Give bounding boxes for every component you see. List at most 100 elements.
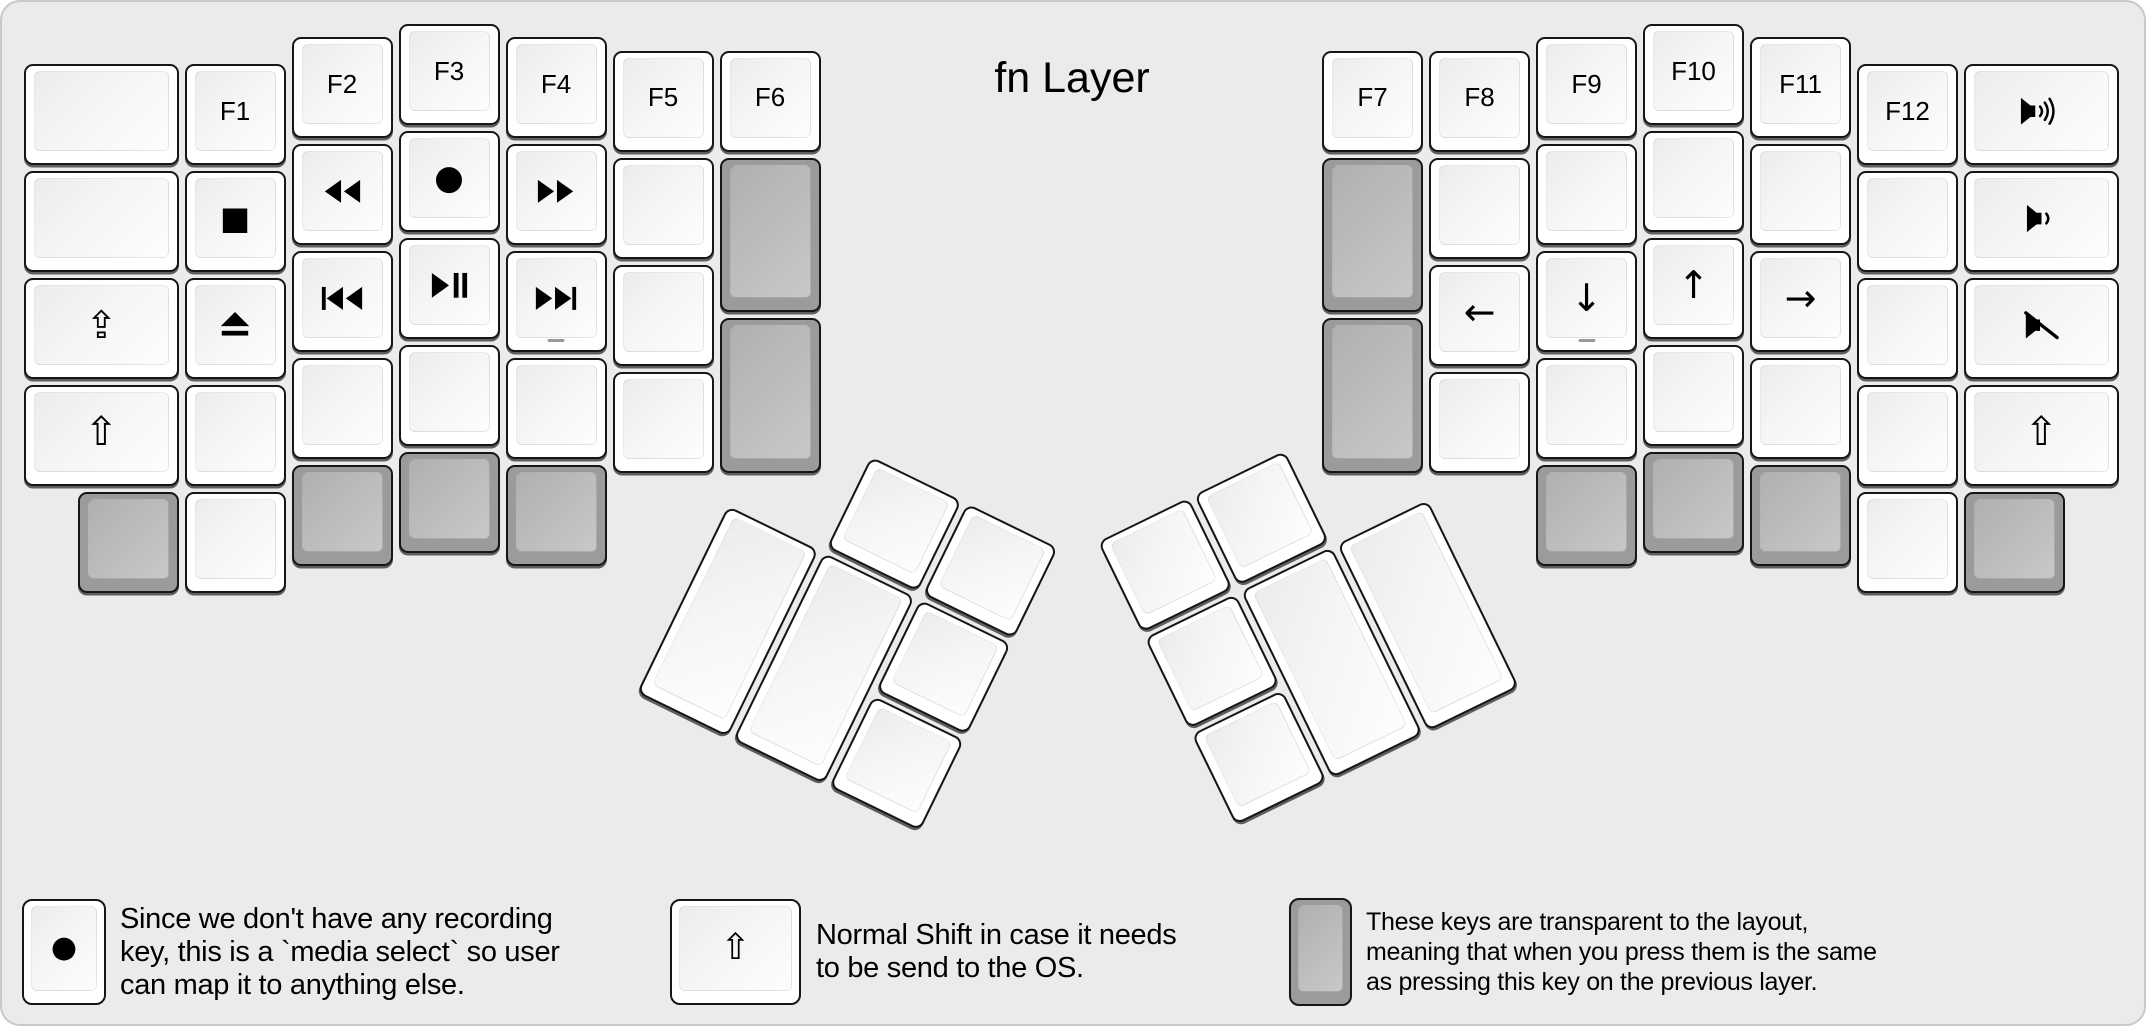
key-label: ● [24, 901, 104, 995]
key-eject[interactable] [184, 278, 286, 380]
key-play-pause[interactable] [398, 238, 500, 339]
key-shift[interactable]: ⇧ [1964, 385, 2119, 487]
key-blank[interactable] [1857, 385, 1958, 487]
key-fast-forward[interactable] [505, 144, 607, 246]
key-f10[interactable]: F10 [1643, 24, 1744, 125]
keycap-top [1546, 258, 1627, 339]
legend-key-transparent [1289, 898, 1352, 1006]
key-f12[interactable]: F12 [1857, 64, 1958, 166]
key-f4[interactable]: F4 [505, 37, 607, 139]
keycap-top [408, 352, 490, 432]
key-transparent[interactable] [719, 318, 821, 473]
keycap-top [515, 151, 597, 232]
key-prev-track[interactable] [291, 251, 393, 353]
key-label: F12 [1885, 95, 1930, 126]
key-blank[interactable] [1429, 371, 1530, 473]
key-blank[interactable] [1750, 358, 1851, 460]
keycap-top [1653, 352, 1734, 432]
key-f7[interactable]: F7 [1322, 50, 1423, 152]
key-transparent[interactable] [1964, 492, 2065, 594]
key-rewind[interactable] [291, 144, 393, 246]
key-label: F6 [754, 82, 786, 113]
arrow-down-icon: ↓ [1570, 276, 1603, 321]
key-volume-down[interactable] [1964, 171, 2119, 273]
legend-key-record: ● [22, 899, 106, 1005]
shift-icon: ⇧ [2024, 409, 2058, 456]
key-transparent[interactable] [1322, 318, 1423, 473]
key-next-track[interactable] [505, 251, 607, 353]
key-blank[interactable] [1643, 131, 1744, 232]
key-blank[interactable] [612, 157, 714, 259]
key-blank[interactable] [612, 371, 714, 473]
key-blank[interactable] [505, 358, 607, 460]
prev-track-icon [321, 286, 363, 310]
keycap-top [679, 906, 792, 991]
key-blank[interactable] [1429, 157, 1530, 259]
key-blank[interactable] [1536, 358, 1637, 460]
keycap-top [1439, 57, 1520, 138]
key-transparent[interactable] [1536, 465, 1637, 567]
key-caps-lock[interactable]: ⇪ [24, 278, 179, 380]
key-f2[interactable]: F2 [291, 37, 393, 139]
volume-down-icon [2027, 204, 2050, 232]
keycap-top [1760, 472, 1841, 553]
key-volume-mute[interactable] [1964, 278, 2119, 380]
key-f6[interactable]: F6 [719, 50, 821, 152]
key-label: ↑ [1653, 245, 1734, 325]
key-blank[interactable] [184, 492, 286, 594]
keycap-top [841, 467, 950, 575]
keycap-top [34, 178, 169, 259]
key-blank[interactable] [24, 64, 179, 166]
key-stop[interactable]: ■ [184, 171, 286, 273]
key-transparent[interactable] [291, 465, 393, 567]
key-transparent[interactable] [77, 492, 179, 594]
key-arrow-down[interactable]: ↓ [1536, 251, 1637, 353]
key-blank[interactable] [291, 358, 393, 460]
key-f8[interactable]: F8 [1429, 50, 1530, 152]
key-f3[interactable]: F3 [398, 24, 500, 125]
layer-title: fn Layer [994, 54, 1150, 102]
key-blank[interactable] [1857, 171, 1958, 273]
key-blank[interactable] [1857, 278, 1958, 380]
keycap-top [194, 499, 276, 580]
keycap-top [1332, 57, 1413, 138]
key-blank[interactable] [24, 171, 179, 273]
key-f11[interactable]: F11 [1750, 37, 1851, 139]
key-blank[interactable] [1750, 144, 1851, 246]
key-transparent[interactable] [1750, 465, 1851, 567]
key-label: F8 [1464, 82, 1495, 113]
eject-icon [220, 311, 250, 336]
keycap-top [194, 392, 276, 473]
key-volume-up[interactable] [1964, 64, 2119, 166]
key-blank[interactable] [1643, 345, 1744, 446]
key-transparent[interactable] [1322, 157, 1423, 313]
key-blank[interactable] [184, 385, 286, 487]
keycap-top [729, 164, 811, 299]
right-half: F7 F8 ← F9 ↓ F10 ↑ F11 → F12 ⇧ [1320, 22, 2123, 622]
key-shift[interactable]: ⇧ [24, 385, 179, 487]
key-arrow-left[interactable]: ← [1429, 264, 1530, 366]
key-transparent[interactable] [505, 465, 607, 567]
key-label: ↓ [1546, 258, 1627, 338]
key-blank[interactable] [1536, 144, 1637, 246]
keycap-top [1867, 392, 1948, 473]
volume-up-icon [2021, 97, 2055, 125]
key-transparent[interactable] [719, 157, 821, 313]
key-transparent[interactable] [398, 452, 500, 553]
key-blank[interactable] [1857, 492, 1958, 594]
keycap-top [1203, 700, 1312, 809]
key-arrow-right[interactable]: → [1750, 251, 1851, 353]
key-label: F2 [326, 68, 358, 99]
key-f9[interactable]: F9 [1536, 37, 1637, 139]
key-blank[interactable] [398, 345, 500, 446]
key-record[interactable]: ● [398, 131, 500, 232]
key-f5[interactable]: F5 [612, 50, 714, 152]
keycap-top [844, 706, 953, 814]
key-label [195, 285, 276, 365]
key-blank[interactable] [612, 264, 714, 366]
key-label [516, 151, 597, 231]
key-f1[interactable]: F1 [184, 64, 286, 166]
key-label: → [1760, 258, 1841, 338]
key-transparent[interactable] [1643, 452, 1744, 553]
key-arrow-up[interactable]: ↑ [1643, 238, 1744, 339]
